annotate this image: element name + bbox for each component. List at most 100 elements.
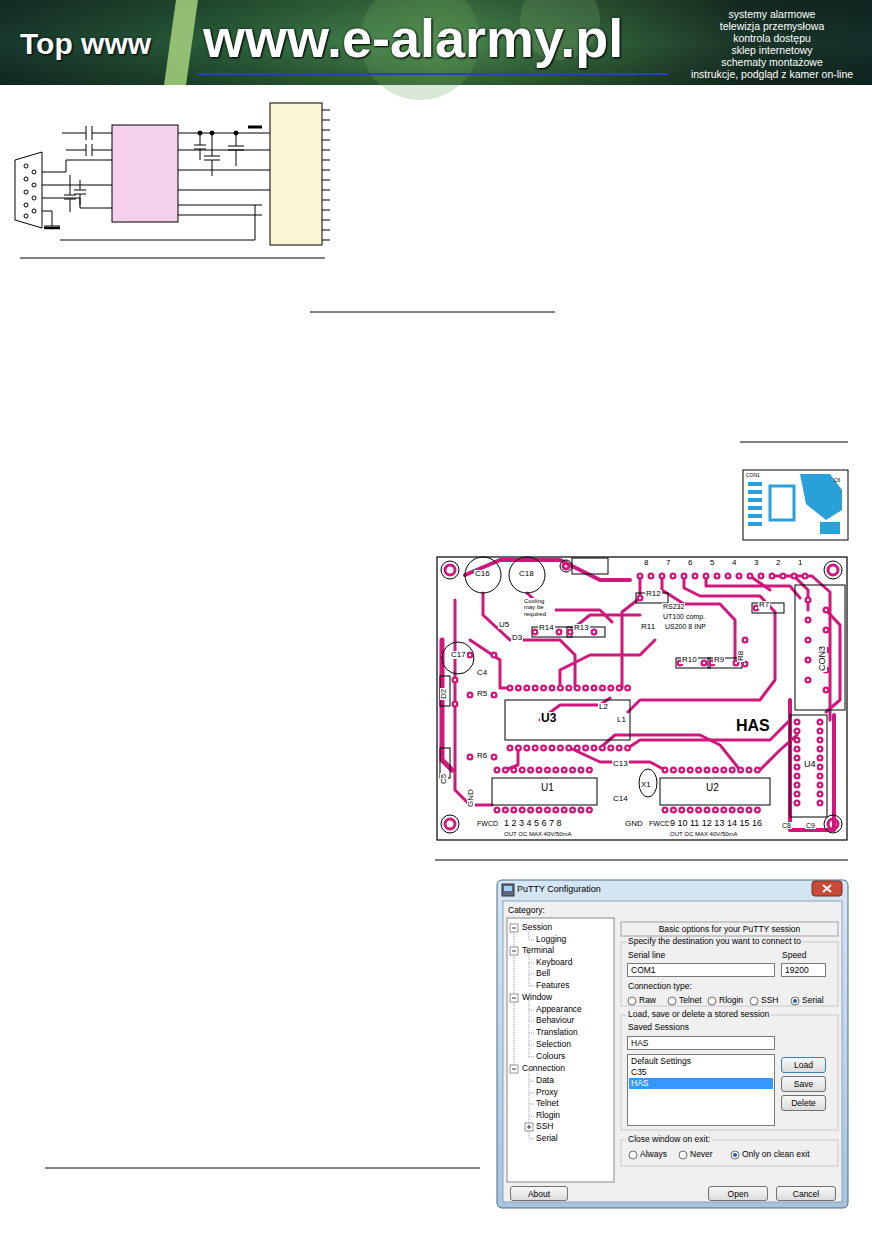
dialog-label: Proxy bbox=[536, 1088, 558, 1097]
push-button: Load bbox=[781, 1057, 826, 1073]
pcb-label: C17 bbox=[450, 651, 467, 659]
pcb-label: R11 bbox=[640, 623, 656, 631]
push-button: Cancel bbox=[776, 1186, 836, 1201]
pcb-label: U2 bbox=[705, 783, 720, 794]
dialog-label: Telnet bbox=[536, 1099, 559, 1108]
dialog-label: Speed bbox=[782, 951, 807, 960]
thumbnail-label: CON1 bbox=[746, 473, 760, 478]
pcb-label: C4 bbox=[476, 669, 488, 677]
control-text: Open bbox=[728, 1189, 749, 1199]
pcb-label: FWCD bbox=[648, 820, 671, 827]
dialog-label: Colours bbox=[536, 1052, 565, 1061]
pcb-label: 2 bbox=[775, 559, 781, 567]
pcb-label: R5 bbox=[476, 690, 488, 698]
push-button: Delete bbox=[781, 1095, 826, 1111]
dialog-label: SSH bbox=[761, 996, 778, 1005]
banner-tagline: kontrola dostępu bbox=[676, 33, 868, 44]
push-button: About bbox=[510, 1186, 568, 1201]
text-field: 19200 bbox=[781, 963, 826, 977]
rule-lines bbox=[45, 312, 848, 1168]
dialog-label: Serial line bbox=[628, 951, 665, 960]
banner-tagline: instrukcje, podgląd z kamer on-line bbox=[676, 69, 868, 80]
dialog-label: Bell bbox=[536, 969, 550, 978]
text-field: COM1 bbox=[627, 963, 775, 977]
pcb-label: 5 bbox=[709, 559, 715, 567]
dialog-label: Category: bbox=[508, 906, 545, 915]
list-item: HAS bbox=[629, 1078, 773, 1089]
pcb-label: C14 bbox=[612, 795, 629, 803]
dialog-label: Load, save or delete a stored session bbox=[626, 1010, 771, 1019]
banner-tagline: sklep internetowy bbox=[676, 45, 868, 56]
pcb-label: RS232 bbox=[662, 603, 685, 610]
list-item: C35 bbox=[629, 1067, 773, 1078]
dialog-label: Close window on exit: bbox=[626, 1135, 712, 1144]
pcb-label: GND bbox=[624, 820, 644, 828]
banner-title: Top www bbox=[20, 28, 151, 60]
dialog-label: Session bbox=[522, 923, 552, 932]
dialog-label: Telnet bbox=[679, 996, 702, 1005]
push-button: Open bbox=[708, 1186, 768, 1201]
pcb-label: X1 bbox=[640, 781, 652, 789]
pcb-label: C9 bbox=[805, 822, 816, 829]
pcb-label: 4 bbox=[731, 559, 737, 567]
dialog-label: Appearance bbox=[536, 1005, 582, 1014]
banner bbox=[0, 0, 872, 100]
pcb-label: 8 bbox=[643, 559, 649, 567]
banner-tagline: schematy montażowe bbox=[676, 57, 868, 68]
control-text: HAS bbox=[631, 1038, 648, 1048]
control-text: Delete bbox=[791, 1098, 816, 1108]
session-list: Default SettingsC35HAS bbox=[627, 1054, 775, 1126]
pcb-label: FWCD bbox=[476, 820, 499, 827]
thumbnail-label: C6 bbox=[834, 478, 840, 483]
pcb-label: GND bbox=[467, 788, 475, 808]
pcb-label: US200 8 INP bbox=[664, 623, 707, 630]
pcb-label: R8 bbox=[737, 650, 745, 662]
pcb-label: 9 10 11 12 13 14 15 16 bbox=[669, 819, 763, 828]
list-item: Default Settings bbox=[629, 1056, 773, 1067]
dialog-window: PuTTY ConfigurationLoadSaveDeleteAboutOp… bbox=[497, 880, 848, 1208]
dialog-label: Basic options for your PuTTY session bbox=[621, 925, 838, 934]
pcb-label: 7 bbox=[665, 559, 671, 567]
pcb-label: HAS bbox=[735, 718, 771, 735]
dialog-label: Rlogin bbox=[536, 1111, 560, 1120]
dialog-label: Selection bbox=[536, 1040, 571, 1049]
dialog-label: Connection bbox=[522, 1064, 565, 1073]
banner-tagline: systemy alarmowe bbox=[676, 9, 868, 20]
pcb-label: CON3 bbox=[818, 645, 827, 672]
pcb-label: R10 bbox=[681, 656, 698, 664]
pcb-label: L2 bbox=[598, 703, 609, 711]
dialog-label: Only on clean exit bbox=[742, 1150, 810, 1159]
dialog-label: Serial bbox=[802, 996, 824, 1005]
pcb-label: D2 bbox=[440, 688, 448, 700]
pcb-thumbnail bbox=[743, 470, 848, 540]
dialog-label: SSH bbox=[536, 1122, 553, 1131]
pcb-label: 3 bbox=[753, 559, 759, 567]
pcb-label: OUT OC MAX 40V/50mA bbox=[503, 831, 573, 837]
pcb-label: OUT OC MAX 40V/50mA bbox=[669, 831, 739, 837]
pcb-label: R9 bbox=[713, 656, 725, 664]
pcb-label: Cooling may be required bbox=[523, 598, 555, 617]
dialog-label: Keyboard bbox=[536, 958, 572, 967]
dialog-label: Window bbox=[522, 993, 552, 1002]
dialog-label: Rlogin bbox=[719, 996, 743, 1005]
control-text: Save bbox=[794, 1079, 813, 1089]
schematic bbox=[15, 103, 330, 258]
dialog-label: Never bbox=[690, 1150, 713, 1159]
text-field: HAS bbox=[627, 1036, 775, 1050]
pcb-label: R13 bbox=[573, 624, 590, 632]
dialog-label: Always bbox=[640, 1150, 667, 1159]
pcb-label: C5 bbox=[440, 773, 448, 785]
dialog-label: Translation bbox=[536, 1028, 578, 1037]
dialog-label: Serial bbox=[536, 1134, 558, 1143]
pcb-label: R6 bbox=[476, 752, 488, 760]
pcb-label: C8 bbox=[781, 822, 792, 829]
dialog-label: Specify the destination you want to conn… bbox=[626, 937, 803, 946]
dialog-label: Data bbox=[536, 1076, 554, 1085]
dialog-label: Logging bbox=[536, 935, 566, 944]
control-text: COM1 bbox=[631, 965, 656, 975]
dialog-label: Saved Sessions bbox=[628, 1023, 689, 1032]
banner-tagline: telewizja przemysłowa bbox=[676, 21, 868, 32]
push-button: Save bbox=[781, 1076, 826, 1092]
pcb-label: 1 2 3 4 5 6 7 8 bbox=[503, 819, 563, 828]
